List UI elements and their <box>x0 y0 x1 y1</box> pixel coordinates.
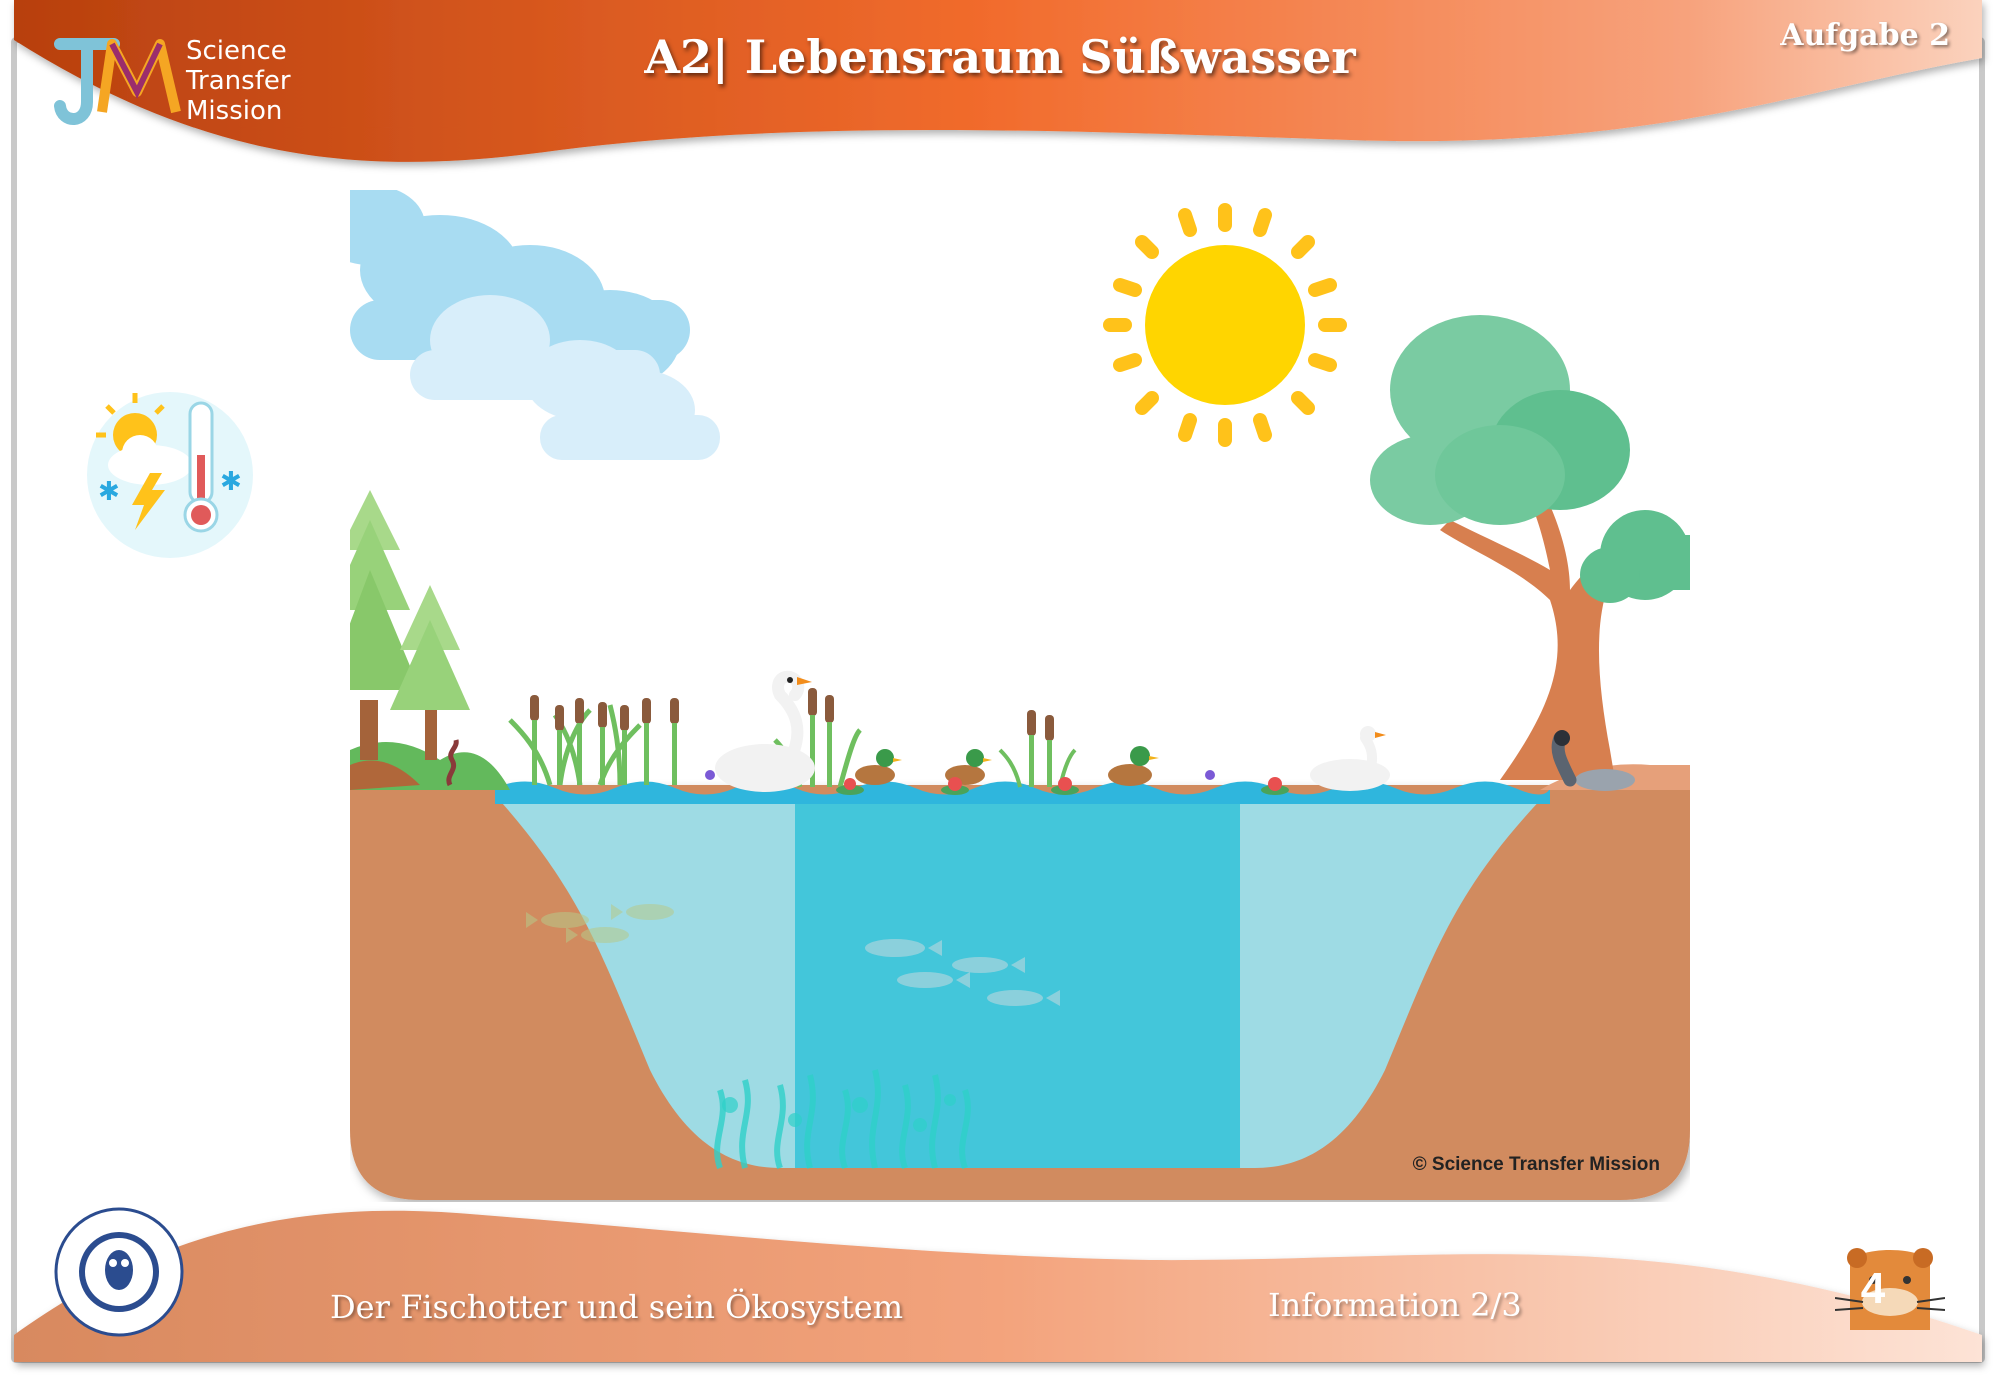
water-surface <box>495 781 1550 804</box>
reeds-middle <box>998 710 1077 788</box>
footer-banner <box>14 1210 1982 1362</box>
reeds-left <box>508 695 679 786</box>
page-title: A2| Lebensraum Süßwasser <box>644 30 1356 84</box>
badge-number: 4 <box>1860 1264 1886 1313</box>
worm <box>446 739 459 787</box>
logo-line-2: Transfer <box>186 66 291 96</box>
water-lilies <box>705 770 1289 795</box>
weather-icon: ✱ ✱ <box>83 388 257 562</box>
logo-line-1: Science <box>186 36 287 66</box>
svg-text:✱: ✱ <box>98 477 120 507</box>
underwater-plants <box>714 1069 971 1170</box>
tree-icon <box>1370 315 1690 780</box>
goose-icon <box>1310 726 1390 791</box>
info-label: Information 2/3 <box>1268 1286 1522 1324</box>
otter-icon <box>1551 730 1635 791</box>
water-deep <box>795 795 1240 1168</box>
university-seal-icon <box>54 1207 184 1337</box>
copyright-note: © Science Transfer Mission <box>1412 1154 1660 1175</box>
fish-icon <box>526 904 1060 1006</box>
task-label: Aufgabe 2 <box>1780 18 1950 53</box>
header-banner <box>14 0 1982 162</box>
svg-text:✱: ✱ <box>220 467 242 497</box>
logo-wordmark: Science Transfer Mission <box>186 36 291 126</box>
stm-logo-icon <box>54 38 181 125</box>
freshwater-habitat-illustration <box>350 190 1690 1200</box>
series-title: Der Fischotter und sein Ökosystem <box>330 1288 904 1326</box>
reeds-swan-side <box>773 688 862 788</box>
beaver-icon <box>1835 1248 1945 1330</box>
sun-icon <box>1103 203 1347 447</box>
swan-icon <box>715 670 815 792</box>
fir-tree-icon <box>350 490 470 760</box>
duck-icon <box>855 746 1159 786</box>
logo-line-3: Mission <box>186 96 283 126</box>
